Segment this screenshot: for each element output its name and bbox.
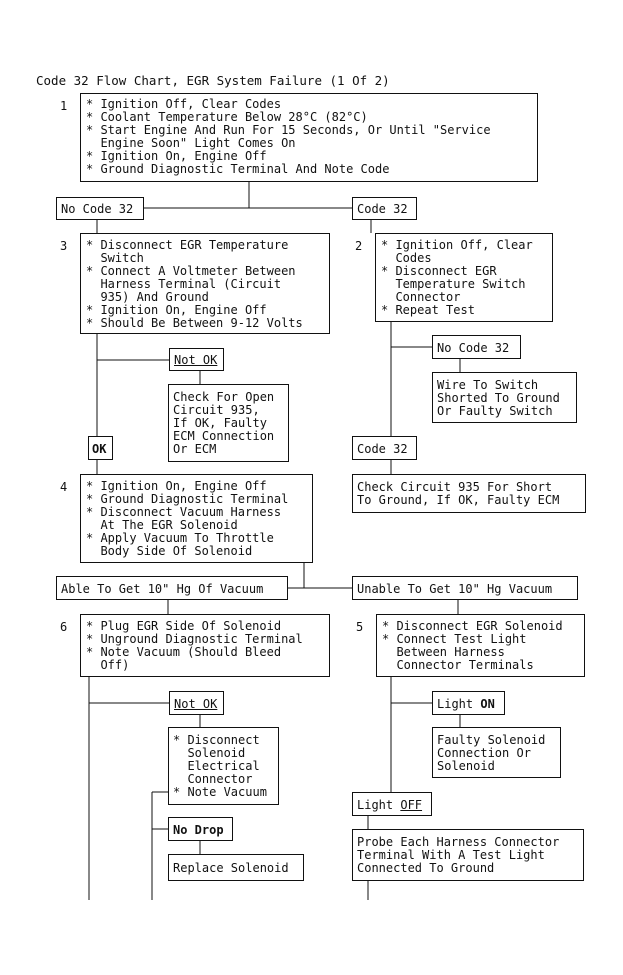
step-4-box: * Ignition On, Engine Off * Ground Diagn… bbox=[80, 474, 313, 563]
step-line: * Connect Test Light bbox=[382, 632, 527, 646]
result-check-circuit-935: Check Circuit 935 For Short To Ground, I… bbox=[352, 474, 586, 513]
step-number: 4 bbox=[60, 480, 68, 494]
step-line: * Start Engine And Run For 15 Seconds, O… bbox=[86, 123, 491, 137]
code-32-label: Code 32 bbox=[352, 436, 417, 460]
unable-vacuum-label: Unable To Get 10" Hg Vacuum bbox=[352, 576, 578, 600]
able-vacuum-label: Able To Get 10" Hg Of Vacuum bbox=[56, 576, 288, 600]
result-line: Check Circuit 935 For Short bbox=[357, 480, 553, 494]
light-prefix: Light bbox=[437, 697, 481, 711]
not-ok-label: Not OK bbox=[169, 348, 224, 371]
result-faulty-solenoid: Faulty Solenoid Connection Or Solenoid bbox=[432, 727, 561, 778]
step-number: 1 bbox=[60, 99, 68, 113]
result-line: Terminal With A Test Light bbox=[357, 848, 545, 862]
step-line: * Should Be Between 9-12 Volts bbox=[86, 316, 303, 330]
result-line: If OK, Faulty bbox=[173, 416, 267, 430]
result-wire-switch: Wire To Switch Shorted To Ground Or Faul… bbox=[432, 372, 577, 423]
step-line: Connector bbox=[381, 290, 461, 304]
step-3-box: * Disconnect EGR Temperature Switch * Co… bbox=[80, 233, 330, 334]
step-5-box: * Disconnect EGR Solenoid * Connect Test… bbox=[376, 614, 585, 677]
step-line: * Ignition On, Engine Off bbox=[86, 149, 267, 163]
step-line: 935) And Ground bbox=[86, 290, 209, 304]
step-line: * Coolant Temperature Below 28°C (82°C) bbox=[86, 110, 368, 124]
result-line: Electrical bbox=[173, 759, 260, 773]
result-line: Connector bbox=[173, 772, 253, 786]
step-6-box: * Plug EGR Side Of Solenoid * Unground D… bbox=[80, 614, 330, 677]
result-line: To Ground, If OK, Faulty ECM bbox=[357, 493, 560, 507]
step-line: Off) bbox=[86, 658, 130, 672]
step-line: * Disconnect EGR bbox=[381, 264, 497, 278]
step-line: * Note Vacuum (Should Bleed bbox=[86, 645, 282, 659]
step-line: * Ignition On, Engine Off bbox=[86, 479, 267, 493]
step-2-box: * Ignition Off, Clear Codes * Disconnect… bbox=[375, 233, 553, 322]
step-number: 6 bbox=[60, 620, 68, 634]
page-title: Code 32 Flow Chart, EGR System Failure (… bbox=[36, 73, 390, 88]
light-on-word: ON bbox=[480, 697, 495, 711]
not-ok-label: Not OK bbox=[169, 691, 224, 715]
result-line: Probe Each Harness Connector bbox=[357, 835, 560, 849]
step-line: * Ground Diagnostic Terminal bbox=[86, 492, 289, 506]
step-1-box: * Ignition Off, Clear Codes * Coolant Te… bbox=[80, 93, 538, 182]
step-line: Codes bbox=[381, 251, 432, 265]
result-line: Replace Solenoid bbox=[173, 861, 289, 875]
step-line: At The EGR Solenoid bbox=[86, 518, 238, 532]
step-line: * Plug EGR Side Of Solenoid bbox=[86, 619, 282, 633]
ok-label: OK bbox=[88, 436, 113, 460]
step-line: * Ignition Off, Clear Codes bbox=[86, 97, 282, 111]
light-on-label: Light ON bbox=[432, 691, 505, 715]
step-line: * Disconnect Vacuum Harness bbox=[86, 505, 282, 519]
result-line: Shorted To Ground bbox=[437, 391, 560, 405]
step-line: * Ignition Off, Clear bbox=[381, 238, 533, 252]
step-line: Engine Soon" Light Comes On bbox=[86, 136, 296, 150]
result-line: Faulty Solenoid bbox=[437, 733, 546, 747]
step-number: 5 bbox=[356, 620, 364, 634]
step-line: * Disconnect EGR Solenoid bbox=[382, 619, 563, 633]
result-line: * Note Vacuum bbox=[173, 785, 267, 799]
step-line: Temperature Switch bbox=[381, 277, 526, 291]
step-number: 2 bbox=[355, 239, 363, 253]
result-replace-solenoid: Replace Solenoid bbox=[168, 854, 304, 881]
result-line: Or Faulty Switch bbox=[437, 404, 553, 418]
code-32-label: Code 32 bbox=[352, 197, 417, 220]
light-off-label: Light OFF bbox=[352, 792, 432, 816]
step-number: 3 bbox=[60, 239, 68, 253]
step-line: * Ground Diagnostic Terminal And Note Co… bbox=[86, 162, 390, 176]
step-line: * Unground Diagnostic Terminal bbox=[86, 632, 303, 646]
step-line: * Apply Vacuum To Throttle bbox=[86, 531, 274, 545]
step-line: * Ignition On, Engine Off bbox=[86, 303, 267, 317]
result-line: Wire To Switch bbox=[437, 378, 539, 392]
result-open-circuit: Check For Open Circuit 935, If OK, Fault… bbox=[168, 384, 289, 462]
result-line: Connection Or bbox=[437, 746, 531, 760]
no-code-32-label: No Code 32 bbox=[56, 197, 144, 220]
step-line: Connector Terminals bbox=[382, 658, 534, 672]
step-line: Body Side Of Solenoid bbox=[86, 544, 253, 558]
result-line: Connected To Ground bbox=[357, 861, 495, 875]
result-line: Solenoid bbox=[437, 759, 495, 773]
result-line: ECM Connection bbox=[173, 429, 275, 443]
result-line: Solenoid bbox=[173, 746, 246, 760]
step-line: * Repeat Test bbox=[381, 303, 475, 317]
disconnect-solenoid-box: * Disconnect Solenoid Electrical Connect… bbox=[168, 727, 279, 805]
light-off-word: OFF bbox=[400, 798, 423, 812]
no-code-32-label: No Code 32 bbox=[432, 335, 521, 359]
step-line: Switch bbox=[86, 251, 144, 265]
step-line: * Disconnect EGR Temperature bbox=[86, 238, 289, 252]
result-line: Circuit 935, bbox=[173, 403, 260, 417]
light-prefix: Light bbox=[357, 798, 401, 812]
step-line: * Connect A Voltmeter Between bbox=[86, 264, 296, 278]
result-line: * Disconnect bbox=[173, 733, 260, 747]
result-line: Check For Open bbox=[173, 390, 275, 404]
step-line: Harness Terminal (Circuit bbox=[86, 277, 282, 291]
step-line: Between Harness bbox=[382, 645, 505, 659]
no-drop-label: No Drop bbox=[168, 817, 233, 841]
result-line: Or ECM bbox=[173, 442, 217, 456]
result-probe-harness: Probe Each Harness Connector Terminal Wi… bbox=[352, 829, 584, 881]
